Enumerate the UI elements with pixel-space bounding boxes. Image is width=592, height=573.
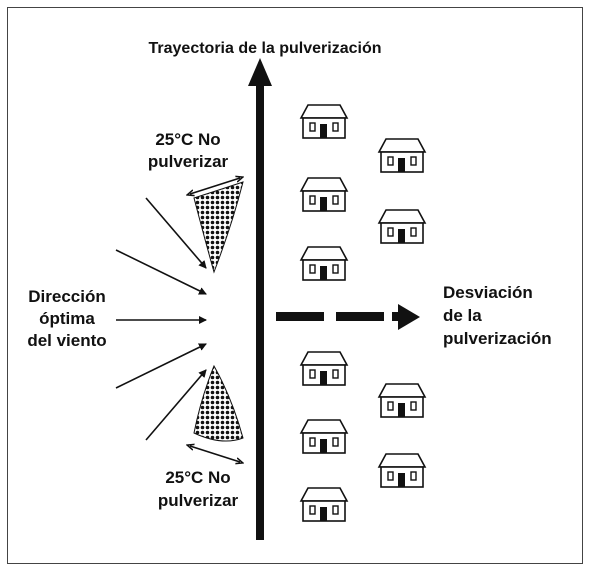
trajectory-label: Trayectoria de la pulverización bbox=[148, 40, 382, 57]
drift-label-line1: Desviación bbox=[443, 283, 533, 302]
house-icon bbox=[378, 383, 426, 418]
house-icon bbox=[300, 487, 348, 522]
house-icon bbox=[378, 453, 426, 488]
wind-arrow bbox=[115, 249, 207, 295]
house-icon bbox=[378, 209, 426, 244]
drift-arrow bbox=[276, 304, 420, 330]
wind-label-line2: óptima bbox=[39, 309, 95, 328]
wind-arrow bbox=[145, 369, 207, 441]
wind-label-line1: Dirección bbox=[28, 287, 106, 306]
width-arrow-bottom bbox=[190, 446, 240, 462]
drift-label-line2: de la bbox=[443, 306, 482, 325]
wind-arrow bbox=[145, 197, 207, 269]
house-icon bbox=[300, 419, 348, 454]
spray-cone-bottom bbox=[193, 364, 244, 442]
house-icon bbox=[300, 177, 348, 212]
diagram-frame bbox=[7, 7, 583, 564]
house-icon bbox=[378, 138, 426, 173]
temp-warning-top-line1: 25°C No bbox=[155, 130, 221, 149]
spray-cone-top bbox=[193, 181, 244, 274]
drift-label-line3: pulverización bbox=[443, 329, 552, 348]
temp-warning-bottom-line1: 25°C No bbox=[165, 468, 231, 487]
house-icon bbox=[300, 351, 348, 386]
temp-warning-bottom-line2: pulverizar bbox=[157, 491, 239, 510]
house-icon bbox=[300, 246, 348, 281]
trajectory-arrow bbox=[248, 58, 272, 540]
wind-arrow bbox=[115, 343, 207, 389]
house-icon bbox=[300, 104, 348, 139]
wind-arrows bbox=[115, 197, 207, 441]
width-arrow-top bbox=[190, 178, 240, 194]
wind-label-line3: del viento bbox=[27, 331, 107, 350]
temp-warning-top-line2: pulverizar bbox=[147, 152, 229, 171]
